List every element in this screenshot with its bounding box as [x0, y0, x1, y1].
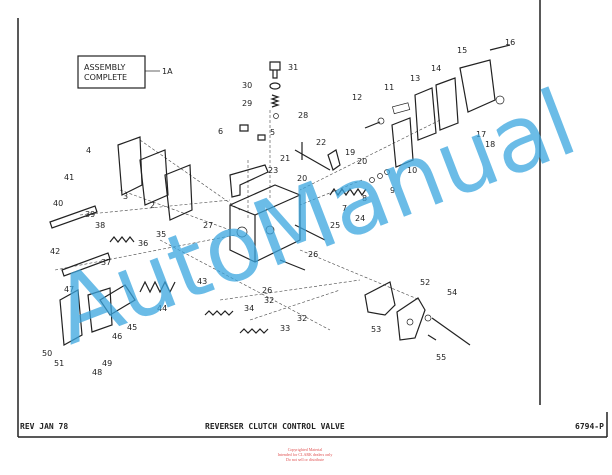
label-48: 48	[92, 368, 102, 377]
label-54: 54	[447, 288, 457, 297]
label-8: 8	[362, 194, 367, 203]
label-17: 17	[476, 130, 486, 139]
label-49: 49	[102, 359, 112, 368]
label-6: 6	[218, 127, 223, 136]
watermark: AutoManual	[40, 69, 590, 365]
label-44: 44	[157, 304, 167, 313]
label-28: 28	[298, 111, 308, 120]
label-18: 18	[485, 140, 495, 149]
copyright-line: Do not sell or distribute	[286, 457, 324, 462]
assembly-label: ASSEMBLY	[84, 63, 125, 72]
label-9: 9	[390, 186, 395, 195]
label-21: 21	[280, 154, 290, 163]
label-51: 51	[54, 359, 64, 368]
label-55: 55	[436, 353, 446, 362]
label-5: 5	[270, 128, 275, 137]
copyright-line: Copyrighted Material	[287, 447, 323, 452]
label-37: 37	[101, 258, 111, 267]
label-16: 16	[505, 38, 515, 47]
label-52: 52	[420, 278, 430, 287]
parts	[49, 44, 511, 346]
label-32: 32	[264, 296, 274, 305]
label-26b: 26	[262, 286, 272, 295]
label-25: 25	[330, 221, 340, 230]
label-2: 2	[150, 201, 155, 210]
label-36: 36	[138, 239, 148, 248]
label-38: 38	[95, 221, 105, 230]
label-10: 10	[407, 166, 417, 175]
label-7: 7	[342, 204, 347, 213]
label-32b: 32	[297, 314, 307, 323]
label-50: 50	[42, 349, 52, 358]
label-40: 40	[53, 199, 63, 208]
label-15: 15	[457, 46, 467, 55]
label-24: 24	[355, 214, 365, 223]
page-code: 6794-P	[575, 422, 604, 431]
label-43: 43	[197, 277, 207, 286]
label-20b: 20	[297, 174, 307, 183]
revision-label: REV JAN 78	[20, 422, 68, 431]
label-29: 29	[242, 99, 252, 108]
complete-label: COMPLETE	[84, 73, 127, 82]
part-labels: 31 30 29 28 6 5 4 22 21 19 20 23 3 2 41 …	[42, 38, 515, 377]
label-34: 34	[244, 304, 254, 313]
copyright-line: Intended for CLARK dealers only	[277, 452, 333, 457]
assembly-complete-box: ASSEMBLY COMPLETE 1A	[77, 55, 173, 89]
label-30: 30	[242, 81, 252, 90]
label-53: 53	[371, 325, 381, 334]
label-45: 45	[127, 323, 137, 332]
label-11: 11	[384, 83, 394, 92]
copyright-notice: Copyrighted Material Intended for CLARK …	[250, 447, 360, 462]
label-39: 39	[85, 210, 95, 219]
frame	[17, 0, 608, 438]
label-26: 26	[308, 250, 318, 259]
label-47: 47	[64, 285, 74, 294]
diagram-title: REVERSER CLUTCH CONTROL VALVE	[205, 422, 345, 431]
label-31: 31	[288, 63, 298, 72]
footer: REV JAN 78 REVERSER CLUTCH CONTROL VALVE…	[20, 422, 604, 431]
label-13: 13	[410, 74, 420, 83]
label-14: 14	[431, 64, 441, 73]
label-12: 12	[352, 93, 362, 102]
label-46: 46	[112, 332, 122, 341]
label-20: 20	[357, 157, 367, 166]
label-22: 22	[316, 138, 326, 147]
label-19: 19	[345, 148, 355, 157]
label-4: 4	[86, 146, 91, 155]
ref-1a: 1A	[162, 67, 173, 76]
label-41: 41	[64, 173, 74, 182]
label-35: 35	[156, 230, 166, 239]
label-27: 27	[203, 221, 213, 230]
label-33: 33	[280, 324, 290, 333]
label-42: 42	[50, 247, 60, 256]
label-23: 23	[268, 166, 278, 175]
label-3: 3	[123, 192, 128, 201]
